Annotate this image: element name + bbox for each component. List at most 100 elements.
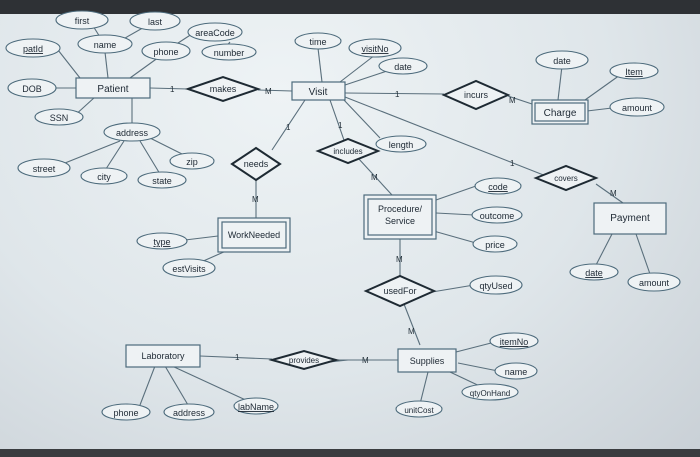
svg-text:street: street bbox=[33, 164, 56, 174]
card-makes-visit: M bbox=[265, 87, 272, 96]
card-covers-visit: 1 bbox=[510, 159, 515, 168]
attribute-amount[interactable]: amount bbox=[609, 97, 665, 117]
attribute-price[interactable]: price bbox=[472, 235, 518, 253]
attribute-code[interactable]: code bbox=[474, 177, 522, 195]
svg-text:name: name bbox=[505, 367, 528, 377]
card-usedfor-supplies: M bbox=[408, 327, 415, 336]
attribute-unit-cost[interactable]: unitCost bbox=[395, 400, 443, 418]
relationship-includes[interactable]: includes bbox=[315, 137, 381, 165]
attribute-payment-date[interactable]: date bbox=[569, 263, 619, 281]
svg-text:date: date bbox=[394, 62, 412, 72]
attribute-address[interactable]: address bbox=[103, 122, 161, 142]
entity-procedure-label-1: Procedure/ bbox=[378, 204, 423, 214]
svg-text:type: type bbox=[153, 237, 170, 247]
attribute-street[interactable]: street bbox=[17, 158, 71, 178]
svg-text:phone: phone bbox=[153, 47, 178, 57]
card-provides-lab: 1 bbox=[235, 353, 240, 362]
entity-payment[interactable]: Payment bbox=[593, 202, 667, 235]
attribute-city[interactable]: city bbox=[80, 167, 128, 185]
relationship-incurs[interactable]: incurs bbox=[441, 79, 511, 111]
svg-text:outcome: outcome bbox=[480, 211, 515, 221]
card-incurs-visit: 1 bbox=[395, 90, 400, 99]
attribute-lab-phone[interactable]: phone bbox=[101, 403, 151, 421]
svg-text:qtyUsed: qtyUsed bbox=[479, 281, 512, 291]
entity-visit[interactable]: Visit bbox=[291, 81, 346, 101]
entity-visit-label: Visit bbox=[309, 87, 328, 98]
card-usedfor-procedure: M bbox=[396, 255, 403, 264]
entity-supplies[interactable]: Supplies bbox=[397, 348, 457, 373]
svg-text:date: date bbox=[553, 56, 571, 66]
monitor-bezel-top bbox=[0, 0, 700, 14]
svg-text:zip: zip bbox=[186, 157, 198, 167]
attribute-first[interactable]: first bbox=[55, 10, 109, 30]
svg-text:SSN: SSN bbox=[50, 113, 69, 123]
attribute-type[interactable]: type bbox=[136, 232, 188, 250]
svg-text:patId: patId bbox=[23, 44, 43, 54]
svg-text:areaCode: areaCode bbox=[195, 28, 235, 38]
svg-text:state: state bbox=[152, 176, 172, 186]
attribute-qty-on-hand[interactable]: qtyOnHand bbox=[461, 383, 519, 401]
svg-text:name: name bbox=[94, 40, 117, 50]
attribute-phone[interactable]: phone bbox=[141, 41, 191, 61]
relationship-needs[interactable]: needs bbox=[230, 146, 282, 182]
relationship-makes-label: makes bbox=[210, 84, 237, 94]
svg-text:code: code bbox=[488, 182, 508, 192]
attribute-number[interactable]: number bbox=[201, 43, 257, 61]
card-needs-visit: 1 bbox=[286, 123, 291, 132]
card-makes-patient: 1 bbox=[170, 85, 175, 94]
relationship-used-for-label: usedFor bbox=[383, 286, 416, 296]
svg-text:length: length bbox=[389, 140, 414, 150]
attribute-payment-amount[interactable]: amount bbox=[627, 272, 681, 292]
svg-text:labName: labName bbox=[238, 402, 274, 412]
relationship-used-for[interactable]: usedFor bbox=[363, 274, 437, 308]
attribute-visit-date[interactable]: date bbox=[378, 57, 428, 75]
attribute-ssn[interactable]: SSN bbox=[34, 108, 84, 126]
attribute-lab-name[interactable]: labName bbox=[233, 397, 279, 415]
svg-text:date: date bbox=[585, 268, 603, 278]
entity-payment-label: Payment bbox=[610, 213, 650, 224]
attribute-name[interactable]: name bbox=[77, 34, 133, 54]
svg-text:price: price bbox=[485, 240, 505, 250]
attribute-lab-address[interactable]: address bbox=[163, 403, 215, 421]
svg-text:itemNo: itemNo bbox=[500, 337, 529, 347]
svg-text:last: last bbox=[148, 17, 163, 27]
attribute-time[interactable]: time bbox=[294, 32, 342, 50]
relationship-needs-label: needs bbox=[244, 159, 269, 169]
relationship-incurs-label: incurs bbox=[464, 90, 489, 100]
entity-work-needed[interactable]: WorkNeeded bbox=[217, 217, 291, 253]
entity-laboratory-label: Laboratory bbox=[141, 351, 185, 361]
attribute-item-no[interactable]: itemNo bbox=[489, 332, 539, 350]
attribute-dob[interactable]: DOB bbox=[7, 78, 57, 98]
attribute-visit-no[interactable]: visitNo bbox=[348, 38, 402, 58]
entity-procedure-label-2: Service bbox=[385, 216, 415, 226]
attribute-state[interactable]: state bbox=[137, 171, 187, 189]
svg-text:qtyOnHand: qtyOnHand bbox=[470, 389, 510, 398]
attribute-pat-id[interactable]: patId bbox=[5, 38, 61, 58]
attribute-supply-name[interactable]: name bbox=[494, 362, 538, 380]
svg-text:address: address bbox=[116, 128, 149, 138]
svg-text:unitCost: unitCost bbox=[404, 406, 434, 415]
attribute-area-code[interactable]: areaCode bbox=[187, 22, 243, 42]
svg-text:city: city bbox=[97, 172, 111, 182]
entity-laboratory[interactable]: Laboratory bbox=[125, 344, 201, 368]
attribute-last[interactable]: last bbox=[129, 11, 181, 31]
card-needs-workneeded: M bbox=[252, 195, 259, 204]
card-includes-visit: 1 bbox=[338, 121, 343, 130]
attribute-outcome[interactable]: outcome bbox=[471, 206, 523, 224]
relationship-covers-label: covers bbox=[554, 174, 578, 183]
relationship-covers[interactable]: covers bbox=[533, 164, 599, 192]
entity-charge[interactable]: Charge bbox=[531, 99, 589, 125]
svg-text:address: address bbox=[173, 408, 206, 418]
attribute-qty-used[interactable]: qtyUsed bbox=[469, 275, 523, 295]
card-includes-procedure: M bbox=[371, 173, 378, 182]
attribute-charge-date[interactable]: date bbox=[535, 50, 589, 70]
attribute-est-visits[interactable]: estVisits bbox=[162, 258, 216, 278]
relationship-makes[interactable]: makes bbox=[184, 75, 262, 103]
attribute-length[interactable]: length bbox=[375, 135, 427, 153]
entity-patient[interactable]: Patient bbox=[75, 77, 151, 99]
attribute-item[interactable]: Item bbox=[609, 62, 659, 80]
relationship-provides[interactable]: provides bbox=[268, 349, 340, 371]
entity-procedure-service[interactable]: Procedure/ Service bbox=[363, 194, 437, 240]
attribute-zip[interactable]: zip bbox=[169, 152, 215, 170]
